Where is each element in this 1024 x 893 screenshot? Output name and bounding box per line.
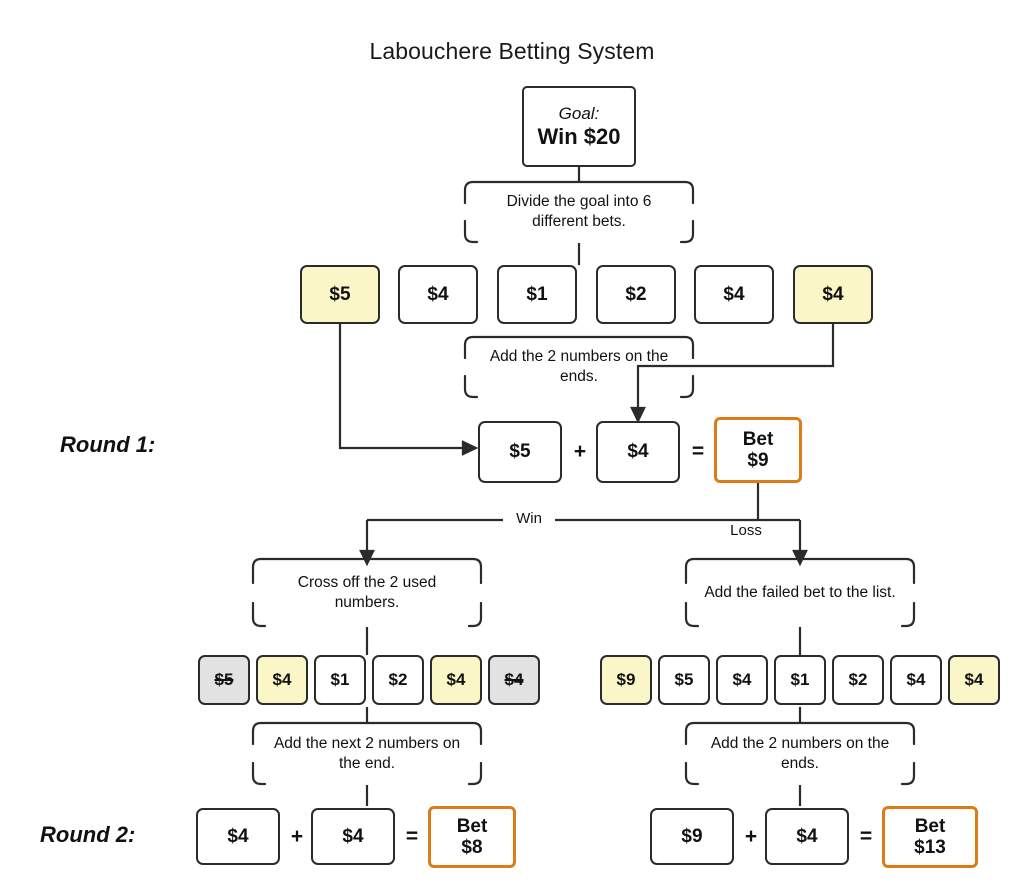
- round1-equals-operator: =: [691, 440, 705, 463]
- round2-win-bet-box: Bet $8: [428, 806, 516, 868]
- round-2-label: Round 2:: [40, 822, 136, 847]
- list-item: $5: [300, 265, 380, 324]
- list-item-value: $4: [732, 670, 752, 690]
- round1-operand-a: $5: [478, 421, 562, 483]
- list-item-value: $1: [790, 670, 810, 690]
- list-item: $2: [596, 265, 676, 324]
- page-title: Labouchere Betting System: [369, 38, 655, 64]
- callout-add-ends-round1: Add the 2 numbers on the ends.: [463, 335, 695, 399]
- callout-divide: Divide the goal into 6 different bets.: [463, 180, 695, 244]
- round2-win-operand-a-value: $4: [227, 825, 249, 847]
- bracket-shape: [684, 557, 916, 628]
- list-item-value: $4: [906, 670, 926, 690]
- callout-add-next-2: Add the next 2 numbers on the end.: [251, 721, 483, 786]
- list-item: $4: [430, 655, 482, 705]
- callout-text: Add the 2 numbers on the ends.: [710, 734, 890, 772]
- list-item-value: $1: [526, 283, 548, 305]
- callout-text: Add the failed bet to the list.: [704, 583, 896, 601]
- bracket-shape: [463, 180, 695, 244]
- round2-loss-bet-box: Bet $13: [882, 806, 978, 868]
- round2-loss-operand-b-value: $4: [796, 825, 818, 847]
- list-item-value: $4: [446, 670, 466, 690]
- round2-win-plus-operator: +: [290, 824, 304, 848]
- list-item: $4: [398, 265, 478, 324]
- list-item: $2: [372, 655, 424, 705]
- callout-text: Add the next 2 numbers on the end.: [273, 734, 461, 772]
- list-item-value: $5: [214, 670, 234, 690]
- callout-text: Add the 2 numbers on the ends.: [489, 348, 669, 385]
- callout-add-failed-bet: Add the failed bet to the list.: [684, 557, 916, 628]
- round2-win-bet-label: Bet: [456, 815, 488, 837]
- list-item: $4: [716, 655, 768, 705]
- list-item-value: $4: [272, 670, 292, 690]
- round2-loss-bet-value: $13: [914, 837, 946, 858]
- list-item: $1: [774, 655, 826, 705]
- round2-loss-equals-operator: =: [859, 824, 873, 848]
- list-item: $1: [314, 655, 366, 705]
- branch-label-loss: Loss: [720, 522, 772, 539]
- list-item-value: $4: [723, 283, 745, 305]
- goal-value: Win $20: [537, 123, 621, 149]
- round2-win-bet-value: $8: [461, 837, 483, 858]
- round1-bet-label: Bet: [742, 428, 774, 450]
- list-item-value: $5: [329, 283, 351, 305]
- round1-operand-b: $4: [596, 421, 680, 483]
- callout-add-ends-round2: Add the 2 numbers on the ends.: [684, 721, 916, 786]
- bracket-shape: [463, 335, 695, 399]
- list-item: $4: [948, 655, 1000, 705]
- round1-bet-box: Bet $9: [714, 417, 802, 483]
- round2-loss-operand-b: $4: [765, 808, 849, 865]
- round1-operand-a-value: $5: [509, 441, 531, 463]
- round1-operand-b-value: $4: [627, 441, 649, 463]
- bracket-shape: [251, 721, 483, 786]
- list-item-value: $5: [674, 670, 694, 690]
- list-item-value: $4: [822, 283, 844, 305]
- list-item: $4: [256, 655, 308, 705]
- bracket-shape: [684, 721, 916, 786]
- goal-box: Goal: Win $20: [522, 86, 636, 167]
- list-item: $5: [658, 655, 710, 705]
- list-item-value: $2: [848, 670, 868, 690]
- list-item-value: $4: [504, 670, 524, 690]
- list-item: $4: [488, 655, 540, 705]
- round2-loss-plus-operator: +: [744, 824, 758, 848]
- list-item-value: $4: [427, 283, 449, 305]
- round2-loss-bet-label: Bet: [914, 815, 946, 837]
- round2-loss-operand-a-value: $9: [681, 825, 703, 847]
- round2-win-operand-b-value: $4: [342, 825, 364, 847]
- list-item-value: $4: [964, 670, 984, 690]
- round2-win-equals-operator: =: [405, 824, 419, 848]
- round2-win-operand-b: $4: [311, 808, 395, 865]
- round1-plus-operator: +: [573, 440, 587, 463]
- list-item: $5: [198, 655, 250, 705]
- list-item-value: $2: [625, 283, 647, 305]
- list-item-value: $9: [616, 670, 636, 690]
- branch-label-win: Win: [503, 510, 555, 527]
- round2-win-operand-a: $4: [196, 808, 280, 865]
- list-item: $1: [497, 265, 577, 324]
- list-item-value: $2: [388, 670, 408, 690]
- list-item: $4: [694, 265, 774, 324]
- list-item: $9: [600, 655, 652, 705]
- bracket-shape: [251, 557, 483, 628]
- list-item: $4: [793, 265, 873, 324]
- list-item: $4: [890, 655, 942, 705]
- goal-label: Goal:: [558, 103, 600, 123]
- callout-text: Divide the goal into 6 different bets.: [506, 193, 652, 230]
- list-item: $2: [832, 655, 884, 705]
- list-item-value: $1: [330, 670, 350, 690]
- callout-cross-off: Cross off the 2 used numbers.: [251, 557, 483, 628]
- callout-text: Cross off the 2 used numbers.: [297, 573, 437, 611]
- round2-loss-operand-a: $9: [650, 808, 734, 865]
- round-1-label: Round 1:: [60, 432, 156, 457]
- round1-bet-value: $9: [747, 450, 769, 471]
